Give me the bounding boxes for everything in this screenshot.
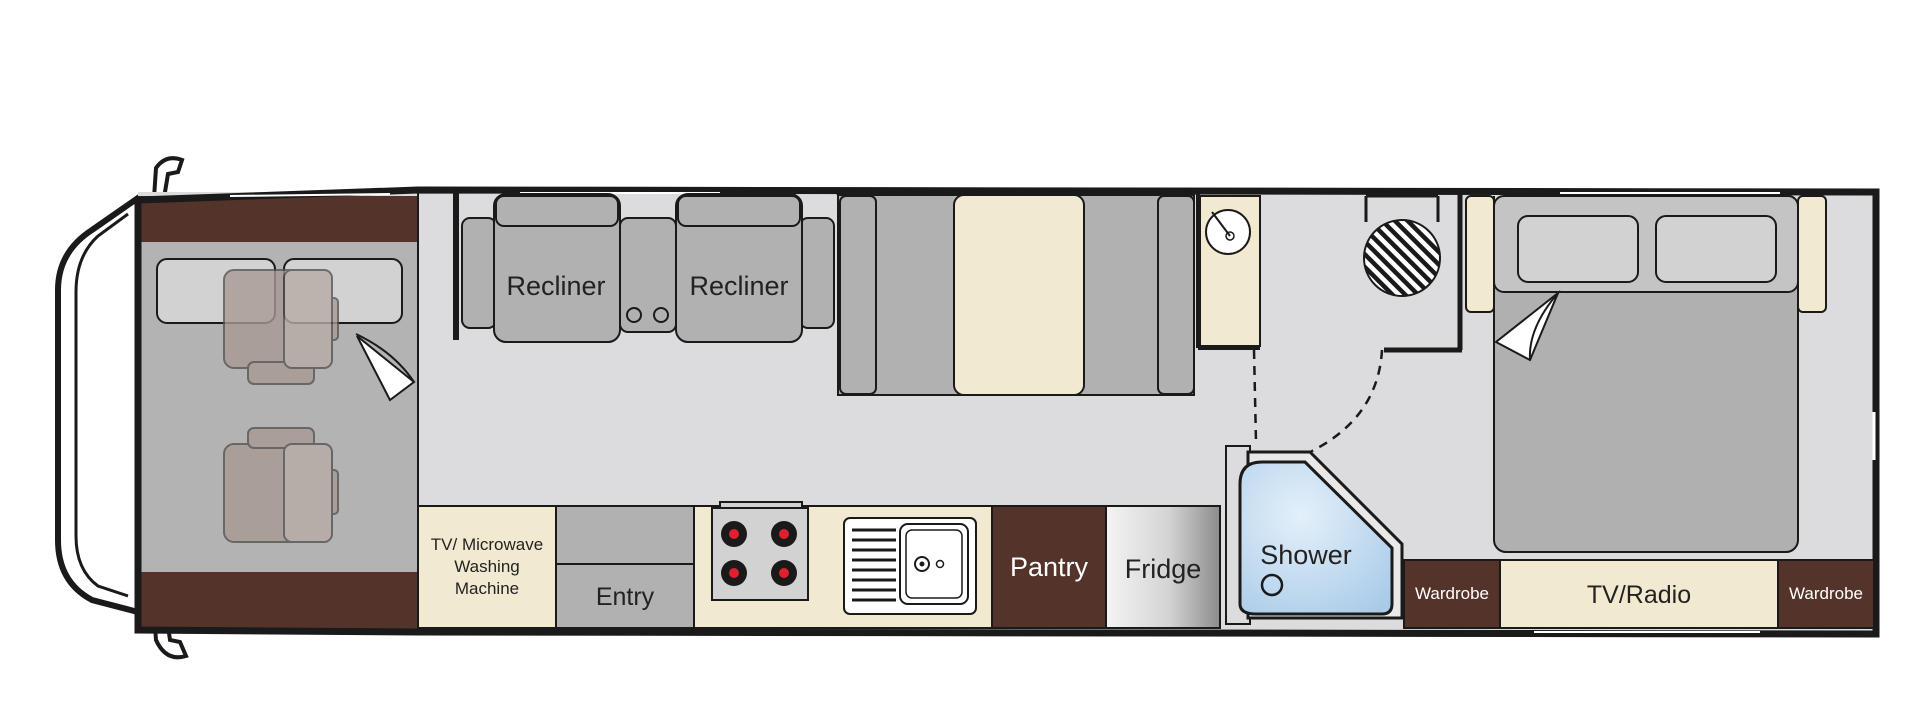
recliner-right-label: Recliner	[689, 271, 788, 301]
wardrobe-right-label: Wardrobe	[1789, 584, 1863, 603]
wardrobe-right	[1777, 559, 1875, 629]
pillow-left	[1517, 215, 1639, 283]
tv-microwave-label-2: Washing	[454, 557, 520, 576]
fridge	[1105, 505, 1221, 629]
bathroom	[1196, 192, 1463, 456]
tv-microwave-label-3: Machine	[455, 579, 519, 598]
recliner-left-label: Recliner	[506, 271, 605, 301]
tv-radio-cabinet	[1499, 559, 1779, 629]
cab-bottom-panel	[138, 572, 418, 630]
entry-label: Entry	[596, 583, 655, 611]
bedroom	[1465, 195, 1876, 553]
driver-seat	[223, 269, 339, 385]
stove-burners-icon	[721, 521, 797, 586]
stove	[711, 507, 809, 601]
entry-step	[555, 505, 695, 565]
toilet-icon	[1363, 219, 1441, 297]
cab-area	[156, 258, 416, 543]
recliner-sofa: Recliner Recliner	[453, 190, 835, 343]
shower-drain-icon	[1260, 573, 1284, 597]
kitchen-sink-icon	[843, 517, 977, 615]
pantry-label: Pantry	[1010, 552, 1089, 582]
cab-top-panel	[138, 196, 418, 242]
dinette	[836, 189, 1196, 396]
fridge-label: Fridge	[1125, 554, 1202, 584]
left-mirror-icon	[151, 156, 185, 200]
shower-label: Shower	[1260, 540, 1352, 570]
tv-microwave-cabinet	[417, 505, 557, 629]
dinette-table	[953, 194, 1085, 396]
bottom-counter: TV/ Microwave Washing Machine Entry	[417, 501, 1875, 629]
recliner-right	[675, 193, 803, 343]
wardrobe-left-label: Wardrobe	[1415, 584, 1489, 603]
shower: Shower	[1225, 445, 1404, 625]
pantry	[991, 505, 1107, 629]
tv-radio-label: TV/Radio	[1587, 581, 1691, 609]
entry-door[interactable]	[555, 563, 695, 629]
wardrobe-left	[1403, 559, 1501, 629]
passenger-seat	[223, 427, 339, 543]
tv-microwave-label-1: TV/ Microwave	[431, 535, 543, 554]
pillow-right	[1655, 215, 1777, 283]
